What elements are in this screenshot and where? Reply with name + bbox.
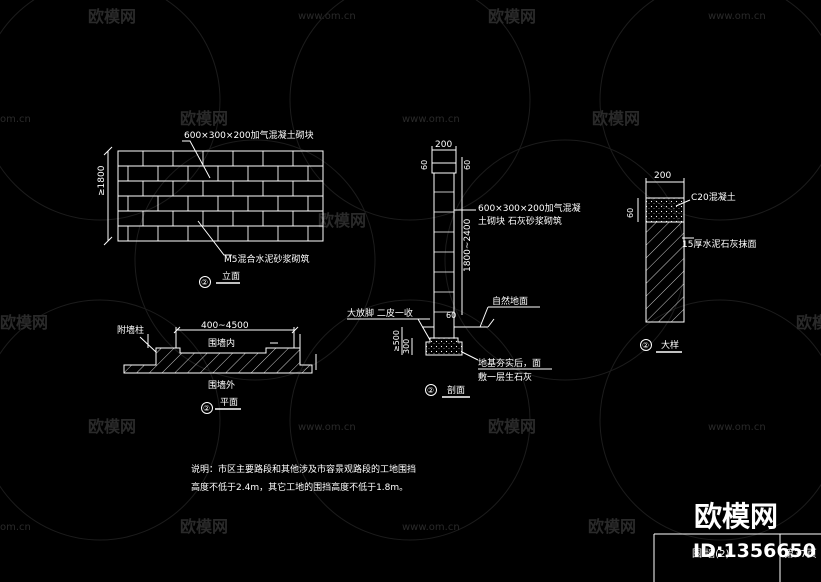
watermark-brand: 欧模网	[88, 417, 136, 436]
watermark-brand: 欧模网	[180, 517, 228, 536]
plan-inside-label: 围墙内	[208, 337, 235, 349]
title-block: 围 墙(2) 第37页	[653, 533, 821, 582]
section-courses	[434, 191, 454, 313]
watermark-url: www.om.cn	[708, 11, 766, 22]
watermark-url: www.om.cn	[402, 114, 460, 125]
title-marker	[425, 384, 437, 396]
watermark-url: www.om.cn	[298, 422, 356, 433]
elevation-title-num: ②	[201, 278, 208, 287]
watermark-url: www.om.cn	[298, 11, 356, 22]
section-cap-dim1: 60	[420, 160, 429, 170]
wall-detail-section	[645, 221, 685, 323]
section-base-label-line1: 地基夯实后，面	[478, 357, 541, 369]
title-marker	[640, 339, 652, 351]
note-block: 说明：市区主要路段和其他涉及市容景观路段的工地围挡 高度不低于2.4m，其它工地…	[191, 463, 416, 493]
watermark-texts: 欧模网 www.om.cn 欧模网 www.om.cn om.cn 欧模网 ww…	[0, 7, 821, 536]
watermark-brand: 欧模网	[488, 7, 536, 26]
concrete-cap	[645, 197, 685, 223]
section-base-label-line2: 敷一层生石灰	[478, 371, 532, 383]
watermark-brand: 欧模网	[588, 517, 636, 536]
title-marker	[201, 402, 213, 414]
watermark-url: om.cn	[0, 114, 31, 125]
plan-view: 400~4500 附墙柱 围墙内 围墙外 ② 平面	[117, 321, 317, 414]
detail-plaster-label: 15厚水泥石灰抹面	[682, 238, 756, 250]
plan-outside-label: 围墙外	[208, 379, 235, 391]
footing	[425, 337, 463, 356]
elevation-height-dim: ≥1800	[97, 165, 107, 196]
elevation-title: 立面	[222, 270, 240, 282]
wall-cap	[431, 162, 457, 174]
watermark-logo-id: ID:1356650	[693, 540, 816, 562]
watermark-brand: 欧模网	[592, 109, 640, 128]
watermark-brand: 欧模网	[180, 109, 228, 128]
section-top-width: 200	[435, 140, 452, 150]
watermark-circles	[0, 0, 821, 541]
elevation-block-label: 600×300×200加气混凝土砌块	[184, 129, 314, 141]
wall-plan-section	[123, 347, 313, 374]
title-marker	[199, 276, 211, 288]
watermark-logo-brand: 欧模网	[694, 500, 778, 533]
watermark-brand: 欧模网	[318, 211, 366, 230]
plan-span-dim: 400~4500	[201, 321, 249, 331]
note-line-2: 高度不低于2.4m，其它工地的围挡高度不低于1.8m。	[191, 481, 408, 493]
watermark-brand: 欧模网	[796, 313, 821, 332]
watermark-brand: 欧模网	[488, 417, 536, 436]
watermark-url: om.cn	[0, 522, 31, 533]
elevation-mortar-label: M5混合水泥砂浆砌筑	[224, 253, 310, 265]
plan-title-num: ②	[203, 404, 210, 413]
elevation-view: ≥1800 600×300×200加气混凝土砌块 M5混合水泥砂浆砌筑 ② 立面	[97, 129, 324, 288]
section-ground-label: 自然地面	[492, 295, 528, 307]
section-cap-dim2: 60	[463, 160, 472, 170]
note-line-1: 说明：市区主要路段和其他涉及市容景观路段的工地围挡	[191, 463, 416, 475]
section-depth-dim2: 300	[402, 339, 411, 354]
detail-title: 大样	[661, 339, 679, 351]
section-block-label-line1: 600×300×200加气混凝	[478, 202, 581, 214]
watermark-brand: 欧模网	[88, 7, 136, 26]
detail-concrete-label: C20混凝土	[691, 191, 736, 203]
brick-pattern	[118, 151, 323, 241]
plan-title: 平面	[220, 397, 238, 408]
section-footing-label: 大放脚 二皮一收	[347, 307, 413, 319]
section-depth-dim1: ≥500	[392, 330, 401, 352]
section-title: 剖面	[447, 384, 465, 396]
watermark-url: www.om.cn	[708, 422, 766, 433]
watermark-brand: 欧模网	[0, 313, 48, 332]
leader-line	[197, 220, 232, 256]
page-number: 第37页	[784, 547, 817, 560]
detail-title-num: ②	[642, 341, 649, 350]
drawing-name: 围 墙(2)	[692, 547, 729, 560]
section-title-num: ②	[427, 386, 434, 395]
detail-view: 200 60 C20混凝土 15厚水泥石灰抹面 ② 大样	[626, 171, 756, 353]
plan-pilaster-label: 附墙柱	[117, 324, 144, 336]
section-small-dim: 60	[446, 311, 456, 320]
detail-cap-dim: 60	[626, 208, 635, 218]
watermark-url: www.om.cn	[402, 522, 460, 533]
detail-top-width: 200	[654, 171, 671, 181]
leader-line	[182, 140, 211, 179]
section-view: 200 60 60 1800~2400 600×300×200加气混凝 土砌块 …	[347, 140, 581, 398]
section-height-dim: 1800~2400	[463, 218, 473, 272]
watermark-logo: 欧模网 ID:1356650	[693, 500, 816, 562]
section-block-label-line2: 土砌块 石灰砂浆砌筑	[478, 215, 562, 227]
